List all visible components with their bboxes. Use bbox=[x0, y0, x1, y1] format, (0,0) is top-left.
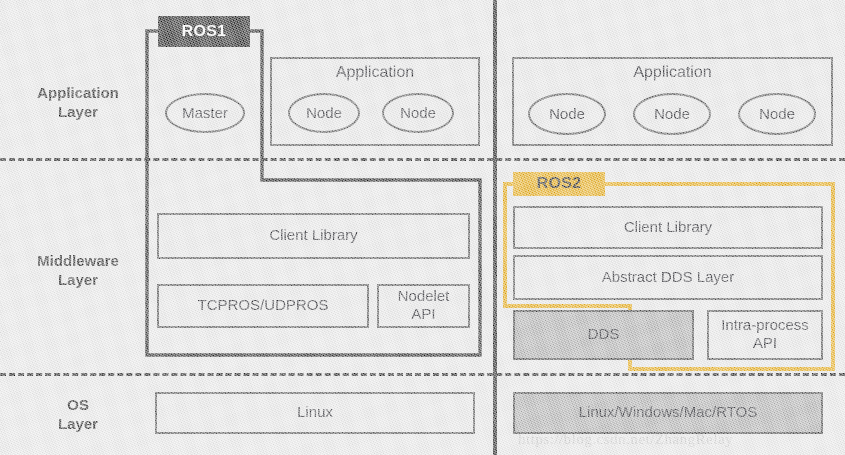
layer-label-application-line2: Layer bbox=[57, 104, 99, 121]
layer-label-middleware-line2: Layer bbox=[57, 272, 99, 289]
layer-label-os: OS Layer bbox=[8, 396, 148, 434]
ros2-os-platform: Linux/Windows/Mac/RTOS bbox=[513, 392, 823, 434]
ros1-master-node: Master bbox=[165, 93, 245, 133]
ros2-abstract-dds-layer: Abstract DDS Layer bbox=[513, 255, 823, 300]
layer-label-middleware-line1: Middleware bbox=[37, 253, 119, 270]
layer-label-application-line1: Application bbox=[37, 85, 119, 102]
ros2-application-node-3: Node bbox=[738, 93, 816, 135]
layer-label-application: Application Layer bbox=[8, 84, 148, 122]
ros1-application-node-2: Node bbox=[382, 93, 454, 133]
ros2-application-node-2: Node bbox=[633, 93, 711, 135]
ros2-application-node-1: Node bbox=[528, 93, 606, 135]
ros2-intra-process-api: Intra-process API bbox=[707, 310, 823, 360]
ros1-application-title: Application bbox=[335, 64, 415, 81]
ros2-intra-process-api-line2: API bbox=[752, 335, 778, 352]
layer-label-os-line2: Layer bbox=[57, 416, 99, 433]
ros1-tcpros-udpros: TCPROS/UDPROS bbox=[157, 284, 369, 328]
ros1-os-platform: Linux bbox=[155, 392, 475, 434]
layer-separator-middleware-os bbox=[0, 373, 845, 376]
ros1-nodelet-api-line2: API bbox=[411, 306, 436, 323]
ros2-dds: DDS bbox=[513, 310, 694, 360]
ros1-ros2-divider bbox=[493, 0, 497, 455]
ros1-client-library: Client Library bbox=[157, 213, 470, 259]
layer-separator-application-middleware bbox=[0, 158, 845, 161]
ros2-application-title: Application bbox=[633, 64, 712, 81]
ros2-client-library: Client Library bbox=[513, 206, 823, 249]
ros1-application-node-1: Node bbox=[288, 93, 360, 133]
ros1-nodelet-api: Nodelet API bbox=[377, 284, 470, 328]
ros1-tag: ROS1 bbox=[158, 16, 250, 47]
ros2-tag: ROS2 bbox=[513, 172, 605, 196]
layer-label-os-line1: OS bbox=[67, 397, 89, 414]
layer-label-middleware: Middleware Layer bbox=[8, 252, 148, 290]
watermark: https://blog.csdn.net/ZhangRelay bbox=[518, 432, 734, 448]
ros1-nodelet-api-line1: Nodelet bbox=[397, 288, 450, 305]
ros2-intra-process-api-line1: Intra-process bbox=[721, 317, 809, 334]
